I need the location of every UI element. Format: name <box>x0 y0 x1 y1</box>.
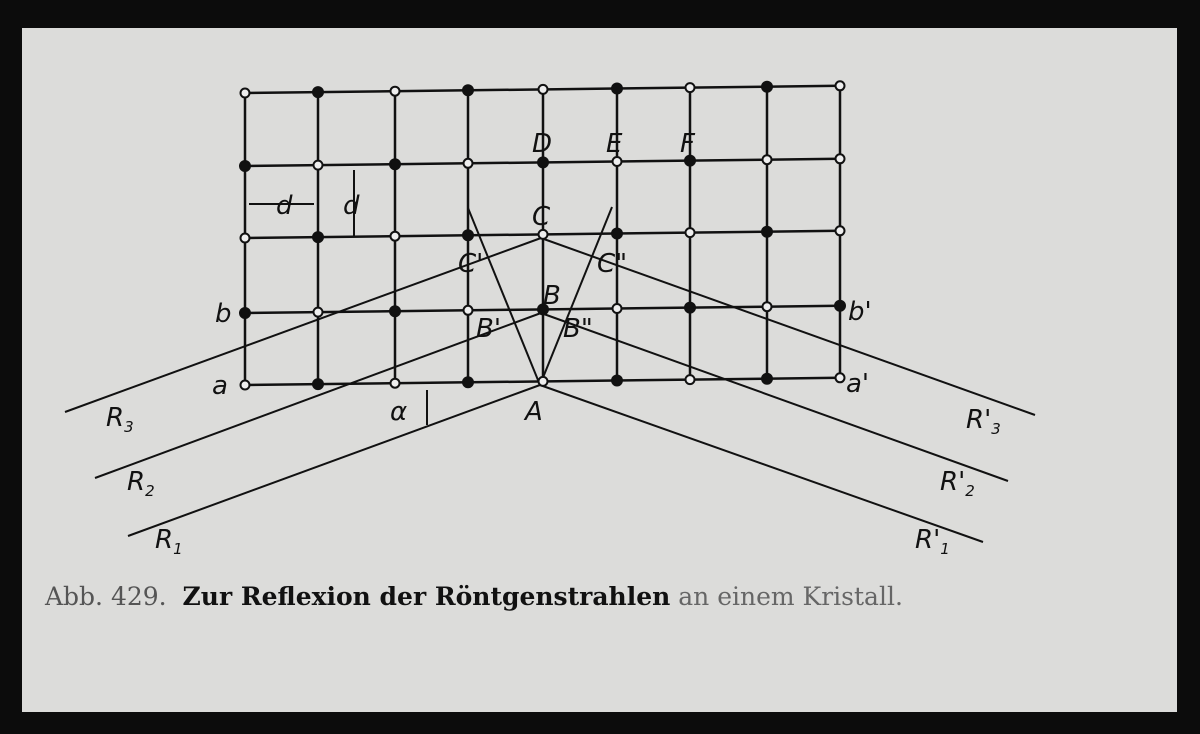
lattice-atom-filled <box>239 160 251 172</box>
label-d-point: D <box>532 129 552 159</box>
lattice-atom-open <box>462 304 474 316</box>
label-c: C <box>532 202 551 232</box>
lattice-atom-open <box>389 230 401 242</box>
lattice-atom-filled <box>761 372 773 385</box>
lattice-atom-open <box>312 306 324 318</box>
label-d-horizontal: d <box>276 191 293 221</box>
plane-line-right <box>539 206 613 386</box>
ray-r3-reflected <box>540 237 1036 416</box>
diagram-labels: D E F C C' C" B B' B" A a a' b b' d d α … <box>106 129 1001 558</box>
lattice-atom-open <box>537 228 549 240</box>
lattice-atom-open <box>462 157 474 169</box>
lattice-atom-filled <box>239 307 251 319</box>
lattice-atom-open <box>537 83 549 95</box>
lattice-atom-filled <box>537 156 549 169</box>
lattice-atom-filled <box>312 86 324 99</box>
lattice-atom-filled <box>462 229 474 242</box>
label-c-double-prime: C" <box>597 249 627 279</box>
lattice-atom-open <box>389 85 401 97</box>
lattice-atom-open <box>239 87 251 99</box>
figure-caption: Abb. 429. Zur Reflexion der Röntgenstrah… <box>45 582 903 611</box>
label-d-vertical: d <box>343 191 360 221</box>
lattice-atom-open <box>684 82 696 94</box>
label-b: b <box>215 299 232 329</box>
lattice-atom-open <box>834 153 846 165</box>
lattice-atom-open <box>834 80 846 92</box>
label-a: a <box>212 371 228 401</box>
label-a-prime: a' <box>846 369 869 399</box>
slide-paper <box>22 28 1177 712</box>
ray-r2 <box>94 312 542 479</box>
ray-r2-reflected <box>540 312 1009 482</box>
label-a-point: A <box>523 397 543 427</box>
label-e: E <box>606 129 623 159</box>
lattice-atom-filled <box>834 299 846 312</box>
lattice-atom-filled <box>389 158 401 171</box>
ray-r1 <box>127 384 541 537</box>
label-b-prime-edge: b' <box>848 297 872 327</box>
label-alpha: α <box>390 397 407 427</box>
ray-r3 <box>64 237 542 413</box>
lattice-atom-filled <box>462 376 474 389</box>
lattice-atom-filled <box>684 301 696 314</box>
lattice-atom-open <box>834 225 846 237</box>
lattice-atom-filled <box>537 303 549 316</box>
lattice-atom-filled <box>761 225 773 238</box>
lattice-atom-open <box>611 303 623 314</box>
lattice-atom-open <box>389 377 401 389</box>
lattice-atom-open <box>611 156 623 167</box>
lattice-atom-open <box>312 159 324 171</box>
label-r2-prime: R'2 <box>940 467 975 500</box>
label-r1: R1 <box>155 525 183 558</box>
label-b-prime: B' <box>476 314 501 344</box>
figure-number: Abb. 429. <box>45 582 167 611</box>
lattice-atom-open <box>239 379 251 391</box>
lattice-atom-filled <box>611 82 623 95</box>
caption-tail: an einem Kristall. <box>678 582 903 611</box>
label-f: F <box>680 129 696 159</box>
label-r1-prime: R'1 <box>915 525 950 558</box>
lattice-atom-filled <box>761 80 773 93</box>
lattice-atom-filled <box>684 154 696 167</box>
lattice-atom-open <box>684 374 696 386</box>
label-r2: R2 <box>127 467 155 500</box>
lattice-atom-open <box>761 301 773 313</box>
lattice-atom-filled <box>462 84 474 97</box>
lattice-atom-open <box>537 375 549 387</box>
lattice-atom-filled <box>389 305 401 318</box>
label-c-prime: C' <box>458 249 483 279</box>
lattice-atom-open <box>834 372 846 384</box>
label-r3: R3 <box>106 403 134 436</box>
label-b-double-prime: B" <box>563 314 593 344</box>
label-b-point: B <box>543 281 561 311</box>
lattice-atom-filled <box>611 374 623 387</box>
lattice-atom-filled <box>611 227 623 240</box>
lattice-atom-open <box>684 227 696 239</box>
caption-title: Zur Reflexion der Röntgenstrahlen <box>182 582 671 611</box>
label-r3-prime: R'3 <box>966 405 1001 438</box>
ray-r1-reflected <box>539 384 984 543</box>
lattice-atom-open <box>761 154 773 166</box>
lattice-atom-open <box>239 232 251 244</box>
lattice-atom-filled <box>312 231 324 244</box>
plane-line-left <box>467 207 541 386</box>
lattice-atom-filled <box>312 378 324 391</box>
